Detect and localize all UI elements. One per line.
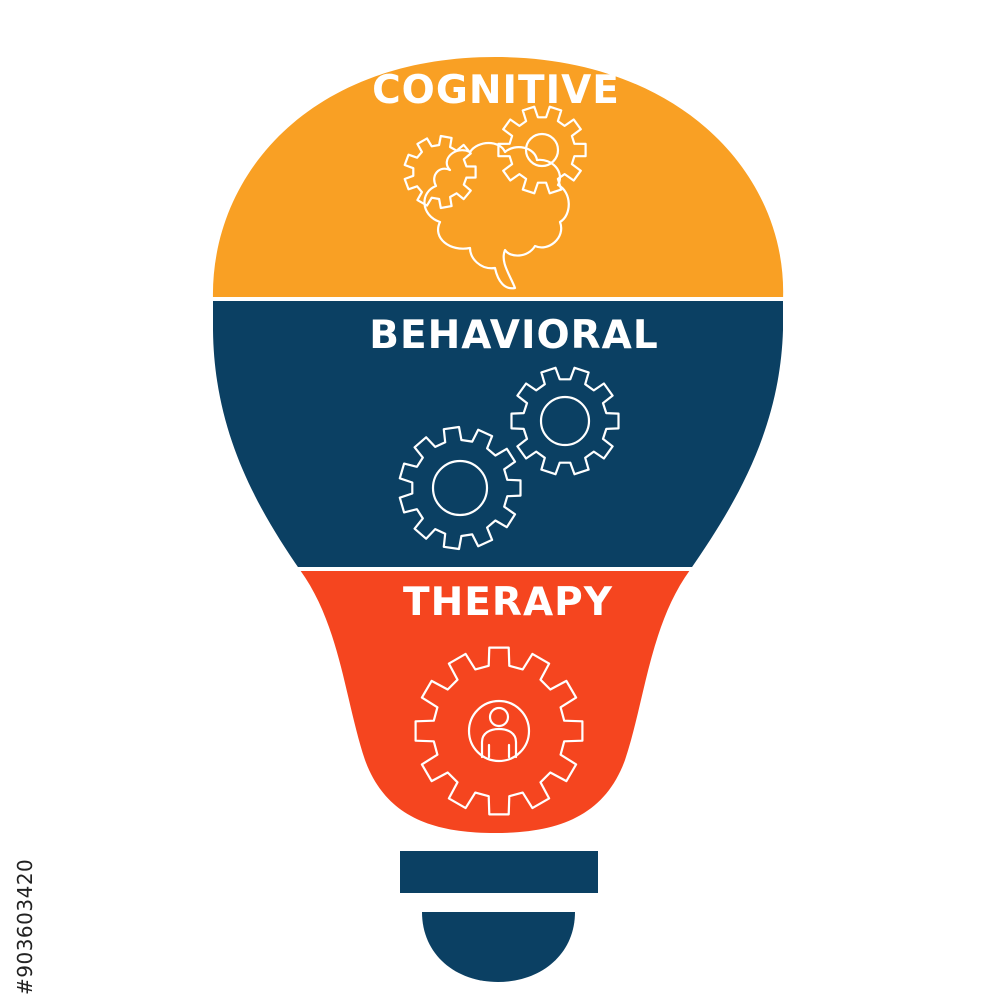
bulb-body [212, 57, 784, 833]
stock-id-text: #903603420 [13, 859, 37, 995]
brain-gears-icon [403, 105, 587, 290]
gears-icon [398, 366, 620, 551]
bulb-base-cap [422, 912, 575, 982]
cognitive-label: COGNITIVE [372, 68, 620, 113]
behavioral-label: BEHAVIORAL [369, 313, 658, 358]
bulb-base-collar [400, 851, 598, 893]
therapy-label: THERAPY [403, 580, 613, 625]
bulb-base [400, 851, 598, 982]
person-gear-icon [414, 646, 584, 816]
